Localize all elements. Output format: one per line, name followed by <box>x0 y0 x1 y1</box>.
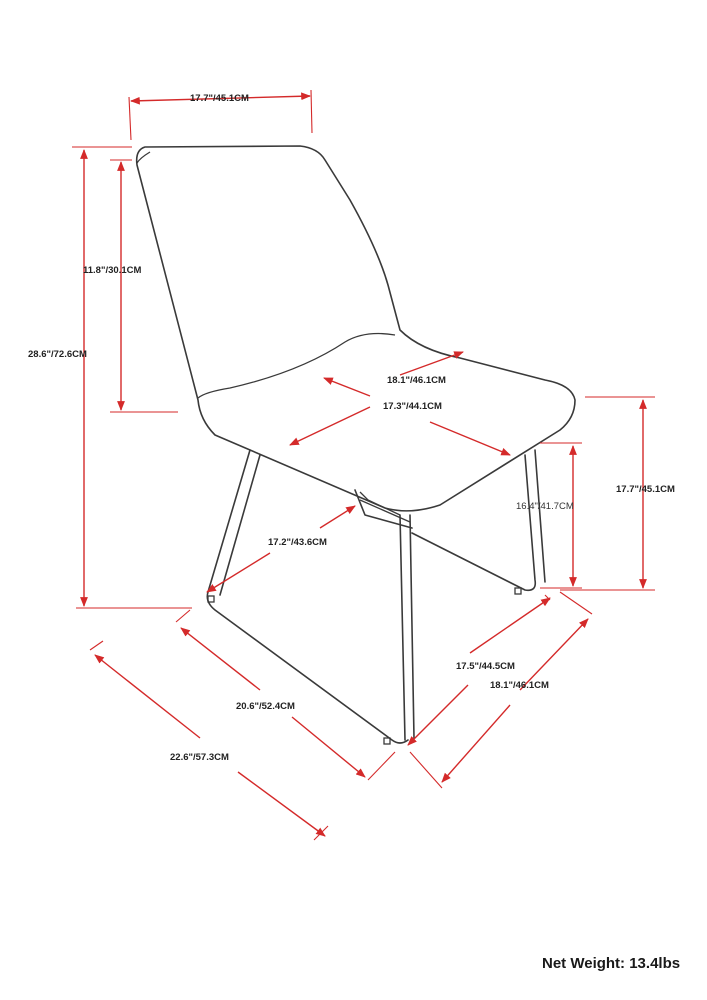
foot-pad <box>514 587 522 595</box>
label-seat-width: 18.1"/46.1CM <box>387 375 446 386</box>
back-right-leg <box>411 449 546 592</box>
chair-outline <box>135 145 576 745</box>
label-inner-depth: 17.2"/43.6CM <box>268 537 327 548</box>
net-weight: Net Weight: 13.4lbs <box>542 955 681 972</box>
dim-line-seat-depth-lower <box>289 406 371 446</box>
extension-line <box>175 609 191 623</box>
seat-front-edge <box>197 332 396 399</box>
chair-shell <box>135 145 576 512</box>
label-base-depth: 20.6"/52.4CM <box>236 701 295 712</box>
label-seat-height: 17.7"/45.1CM <box>616 484 675 495</box>
extension-line <box>559 591 593 615</box>
label-overall-depth: 22.6"/57.3CM <box>170 752 229 763</box>
back-left-leg <box>354 489 413 529</box>
dimension-labels: 17.7"/45.1CM 11.8"/30.1CM 28.6"/72.6CM 1… <box>28 93 675 763</box>
label-overall-height: 28.6"/72.6CM <box>28 349 87 360</box>
extension-line <box>310 89 313 134</box>
dim-line-base-width-lower <box>407 684 469 746</box>
extension-line <box>409 751 443 789</box>
label-seat-depth: 17.3"/44.1CM <box>383 401 442 412</box>
dim-line-overall-depth-lower <box>237 771 326 837</box>
dim-line-seat-depth-right <box>429 421 511 456</box>
dim-line-base-depth-lower <box>291 716 366 778</box>
front-right-leg <box>399 514 415 741</box>
foot-pad <box>207 595 215 603</box>
extension-line <box>128 96 132 141</box>
dim-line-seat-width <box>399 351 464 376</box>
label-backrest-height: 11.8"/30.1CM <box>83 265 141 276</box>
dim-line-top-width <box>130 92 311 105</box>
dimension-lines <box>72 89 655 841</box>
dim-line-overall-width-lower <box>441 704 511 783</box>
front-leg-inner <box>219 454 261 596</box>
shell-inner-edge <box>136 151 151 164</box>
dim-line-inner-depth-lower <box>206 552 271 593</box>
dim-line-overall-width-upper <box>519 618 589 691</box>
dim-line-inner-depth-upper <box>319 505 356 529</box>
dim-line-base-width-upper <box>469 597 551 654</box>
label-frame-height: 16.4"/41.7CM <box>516 501 574 512</box>
extension-line <box>89 640 104 651</box>
label-top-width: 17.7"/45.1CM <box>190 93 249 104</box>
foot-pad <box>383 737 391 745</box>
label-overall-width: 18.1"/46.1CM <box>490 680 549 691</box>
dim-line-base-depth-upper <box>180 627 261 691</box>
dim-line-overall-depth-upper <box>94 654 201 739</box>
dim-line-seat-depth-left <box>323 377 371 397</box>
front-left-leg <box>206 449 409 744</box>
extension-line <box>367 751 396 781</box>
label-base-width: 17.5"/44.5CM <box>456 661 515 672</box>
cross-bar <box>359 491 411 523</box>
